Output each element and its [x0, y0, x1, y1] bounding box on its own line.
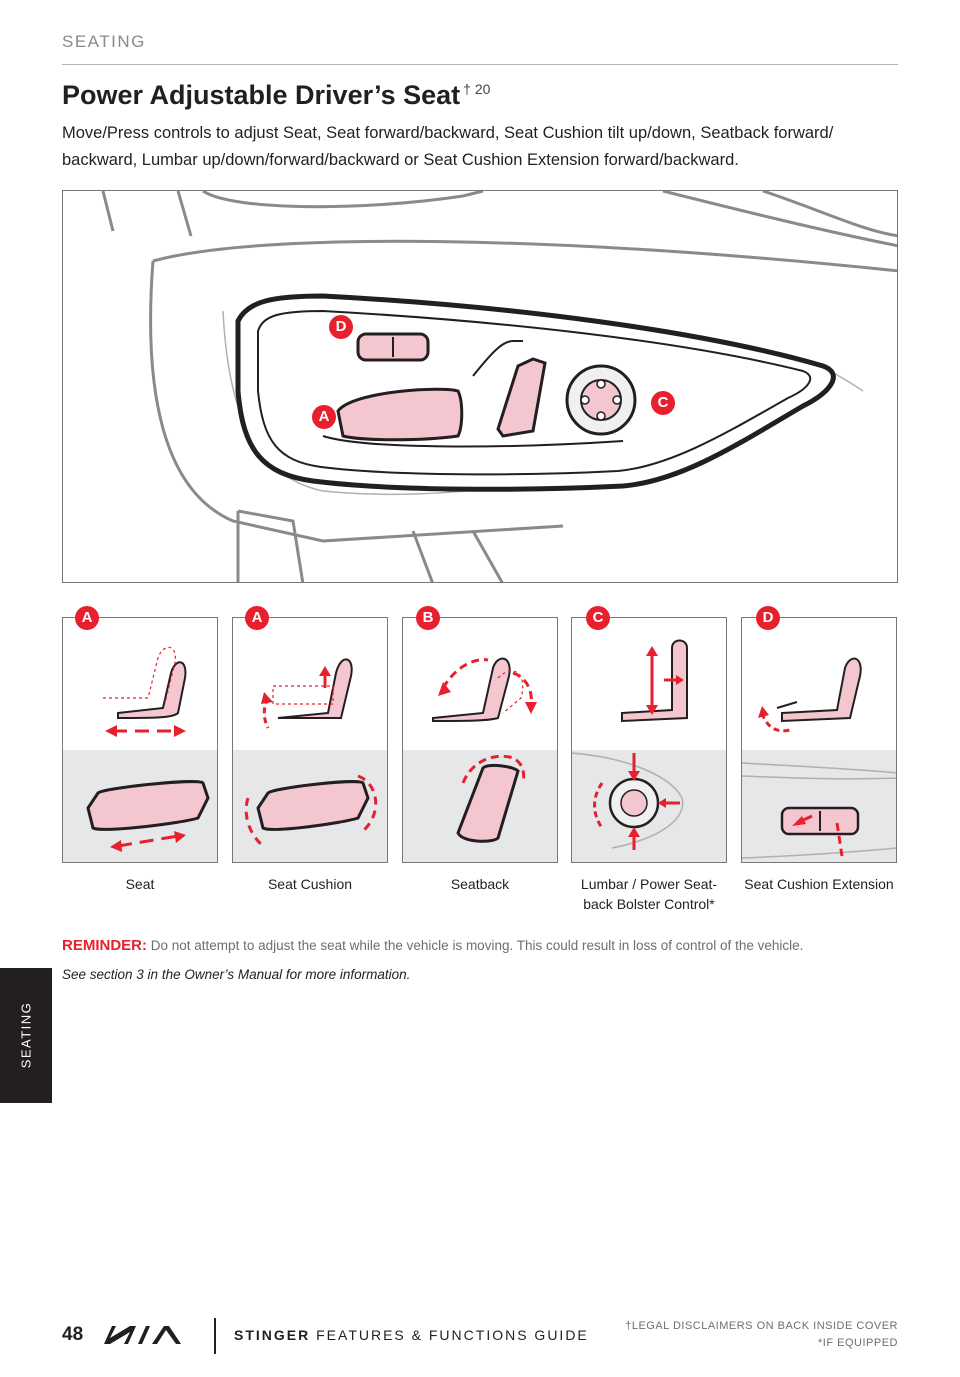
model-name: STINGER — [234, 1327, 311, 1343]
panel-marker-a-2: A — [245, 606, 269, 630]
seat-cushion-diagram — [244, 658, 378, 848]
page-title: Power Adjustable Driver’s Seat† 20 — [62, 80, 490, 111]
header-divider — [62, 64, 898, 65]
caption-seat: Seat — [125, 876, 155, 892]
footer-divider — [214, 1318, 216, 1354]
guide-name: FEATURES & FUNCTIONS GUIDE — [316, 1327, 589, 1343]
legal-disclaimer: †LEGAL DISCLAIMERS ON BACK INSIDE COVER — [625, 1320, 898, 1332]
seat-control-switch — [322, 387, 624, 448]
door-panel-illustration: D A C — [62, 190, 898, 583]
title-footnote-mark: † 20 — [463, 81, 491, 97]
page-title-text: Power Adjustable Driver’s Seat — [62, 80, 461, 110]
panel-marker-a-1: A — [75, 606, 99, 630]
lumbar-control-knob — [565, 364, 637, 436]
equipped-disclaimer: *IF EQUIPPED — [818, 1337, 898, 1349]
cushion-extension-diagram — [742, 657, 896, 859]
reminder-label: REMINDER: — [62, 937, 147, 954]
panel-seat — [62, 617, 218, 863]
seatback-diagram — [432, 657, 537, 843]
reminder-note: REMINDER: Do not attempt to adjust the s… — [62, 937, 922, 954]
guide-title: STINGER FEATURES & FUNCTIONS GUIDE — [234, 1327, 589, 1343]
door-panel-drawing — [101, 191, 897, 582]
seat-diagram — [86, 646, 210, 852]
marker-a: A — [312, 405, 336, 429]
intro-text: Move/Press controls to adjust Seat, Seat… — [62, 124, 834, 169]
panel-lumbar — [571, 617, 727, 863]
reminder-text: Do not attempt to adjust the seat while … — [150, 938, 804, 953]
owners-manual-reference: See section 3 in the Owner’s Manual for … — [62, 967, 411, 982]
caption-cushion-extension: Seat Cushion Extension — [744, 876, 894, 892]
panel-marker-b: B — [416, 606, 440, 630]
page-number: 48 — [62, 1324, 84, 1345]
side-tab-label: SEATING — [18, 1001, 34, 1069]
panel-cushion-extension — [741, 617, 897, 863]
section-side-tab: SEATING — [0, 968, 52, 1103]
marker-c: C — [651, 391, 675, 415]
caption-seatback: Seatback — [450, 876, 510, 892]
panel-marker-c: C — [586, 606, 610, 630]
panel-seatback — [402, 617, 558, 863]
seatback-control-switch — [472, 340, 547, 438]
lumbar-diagram — [572, 639, 688, 850]
section-label: SEATING — [62, 32, 146, 51]
cushion-extension-switch — [356, 332, 430, 362]
brand-logo-icon — [104, 1326, 181, 1344]
page-footer: 48 STINGER FEATURES & FUNCTIONS GUIDE †L… — [62, 1318, 898, 1354]
panel-seat-cushion — [232, 617, 388, 863]
marker-d: D — [329, 315, 353, 339]
footer-disclaimers: †LEGAL DISCLAIMERS ON BACK INSIDE COVER … — [625, 1318, 898, 1352]
caption-seat-cushion: Seat Cushion — [267, 876, 353, 892]
panel-marker-d: D — [756, 606, 780, 630]
caption-lumbar: Lumbar / Power Seat-back Bolster Control… — [580, 876, 718, 912]
